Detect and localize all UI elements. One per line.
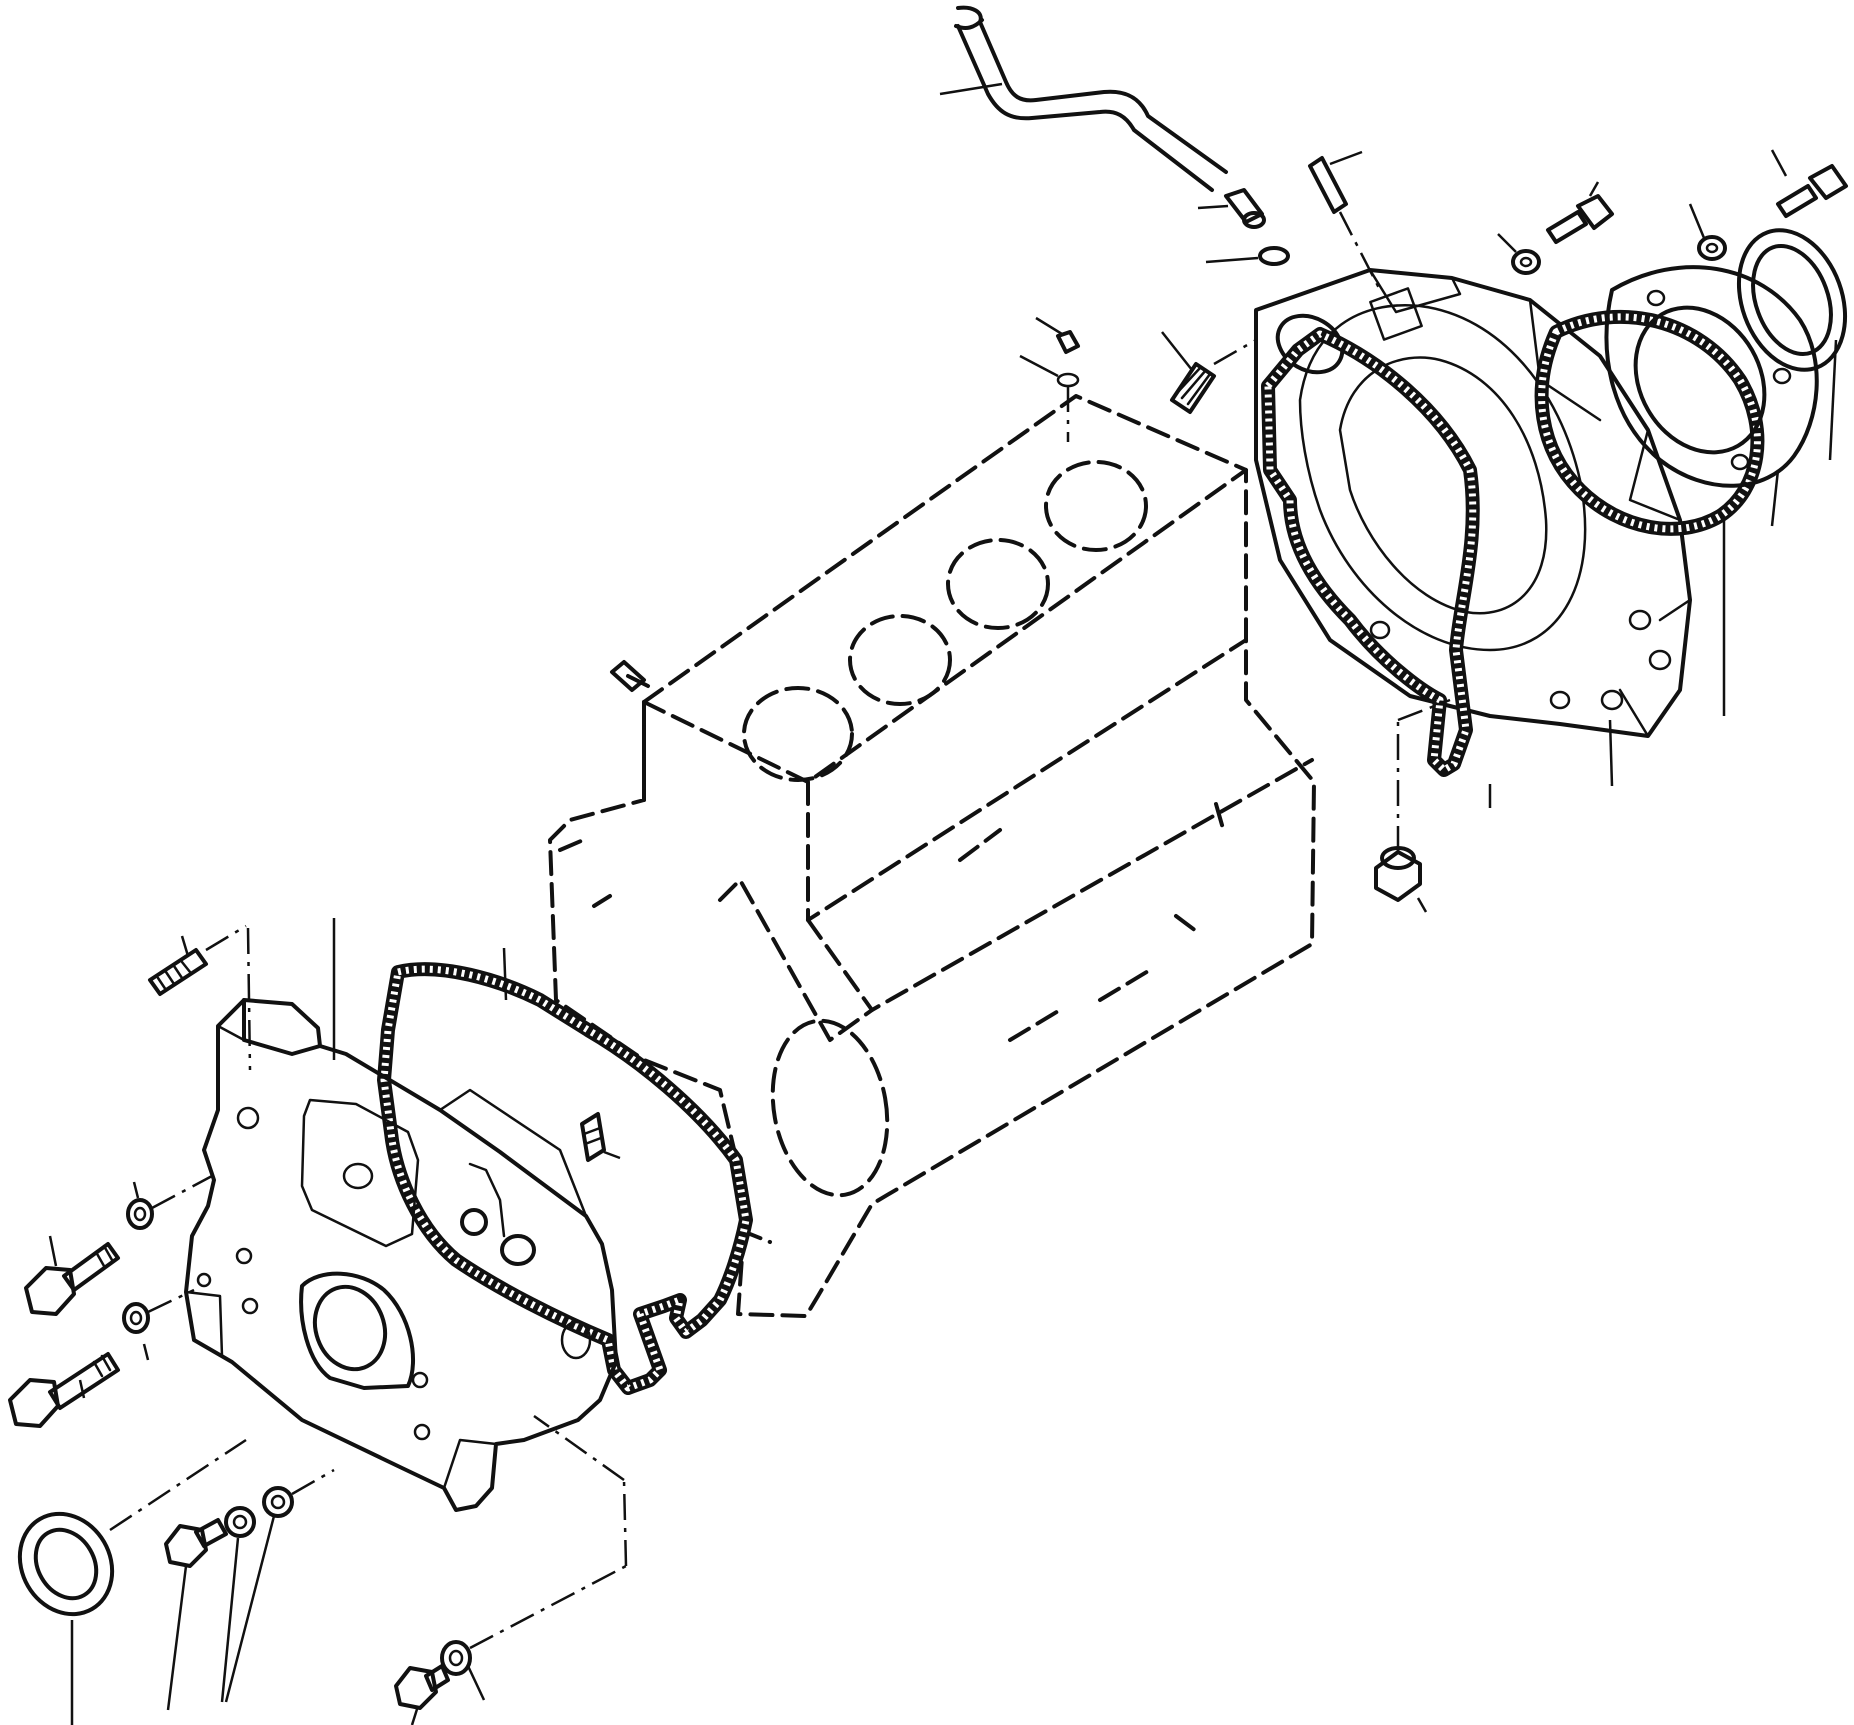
front-cover-gasket [377, 947, 753, 1395]
cover-stud [148, 924, 252, 1071]
washer-housing-2 [1688, 203, 1727, 261]
cover-bolt-2 [8, 1352, 120, 1428]
cover-bolt-1 [24, 1235, 120, 1316]
housing-gasket [1261, 327, 1492, 808]
pipe [939, 5, 1228, 192]
cylinder-block [548, 394, 1316, 1318]
front-oil-seal [17, 1438, 247, 1725]
washer-housing-1 [1497, 233, 1541, 275]
front-cover [184, 918, 618, 1512]
washer-small-2 [122, 1288, 195, 1361]
retainer-gasket [1534, 309, 1765, 716]
seal-retainer [1604, 265, 1819, 527]
rear-oil-seal [1736, 228, 1848, 461]
washer-small-1 [126, 1174, 213, 1230]
housing-bolt-1 [1546, 181, 1614, 244]
plug-cover [580, 1112, 621, 1162]
drain-plug-housing [1374, 698, 1451, 913]
block-plug-top [1019, 316, 1080, 442]
pipe-fitting [1197, 188, 1266, 229]
stud-housing [1161, 331, 1257, 414]
o-ring-top [1205, 246, 1290, 266]
flywheel-housing [1254, 268, 1692, 787]
dowel-pin-top [1308, 150, 1382, 291]
short-bolt [164, 1518, 228, 1711]
washer-bottom [220, 1468, 335, 1703]
plug-bottom [394, 1414, 628, 1725]
block-bolt [610, 660, 650, 692]
housing-bolt-2 [1770, 149, 1848, 218]
